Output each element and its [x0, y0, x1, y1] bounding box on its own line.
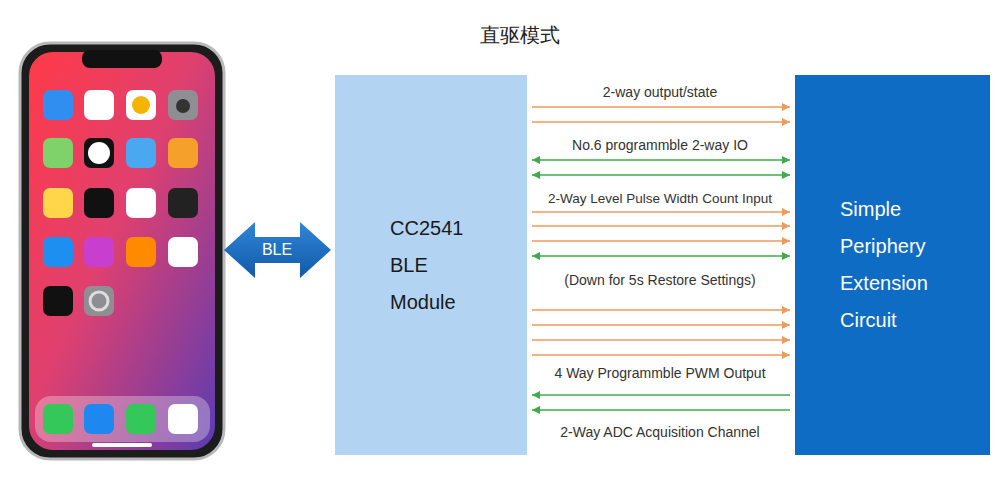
- signal-connector: [532, 255, 790, 257]
- signal-connector: [532, 106, 790, 108]
- phone-notch: [82, 50, 162, 68]
- signal-connector: [532, 211, 790, 213]
- signal-connector: [532, 159, 790, 161]
- signal-label: 2-Way ADC Acquisition Channel: [560, 424, 759, 440]
- signal-connector: [532, 324, 790, 326]
- signal-label: No.6 programmble 2-way IO: [572, 137, 748, 153]
- signal-label: 2-Way Level Pulse Width Count Input: [548, 191, 772, 206]
- link-label: BLE: [262, 241, 292, 259]
- signal-connector: [532, 225, 790, 227]
- signal-connector: [532, 121, 790, 123]
- box-text: Simple Periphery Extension Circuit: [840, 191, 952, 339]
- periphery-box: Simple Periphery Extension Circuit: [795, 75, 990, 455]
- signal-connector: [532, 339, 790, 341]
- diagram-title: 直驱模式: [480, 22, 560, 49]
- box-text: CC2541 BLE Module: [390, 210, 490, 321]
- signal-label: 2-way output/state: [603, 84, 717, 100]
- signal-connector: [532, 240, 790, 242]
- phone-body: [20, 43, 224, 459]
- signal-connector: [532, 354, 790, 356]
- phone-screen: [29, 52, 215, 450]
- app-icons: [35, 90, 210, 447]
- signal-connector: [532, 309, 790, 311]
- signal-connector: [532, 409, 790, 411]
- ble-double-arrow: [224, 222, 331, 278]
- signal-connector: [532, 174, 790, 176]
- module-box: CC2541 BLE Module: [335, 75, 527, 455]
- note-label: (Down for 5s Restore Settings): [564, 272, 755, 288]
- signal-connector: [532, 394, 790, 396]
- signal-label: 4 Way Programmble PWM Output: [554, 365, 765, 381]
